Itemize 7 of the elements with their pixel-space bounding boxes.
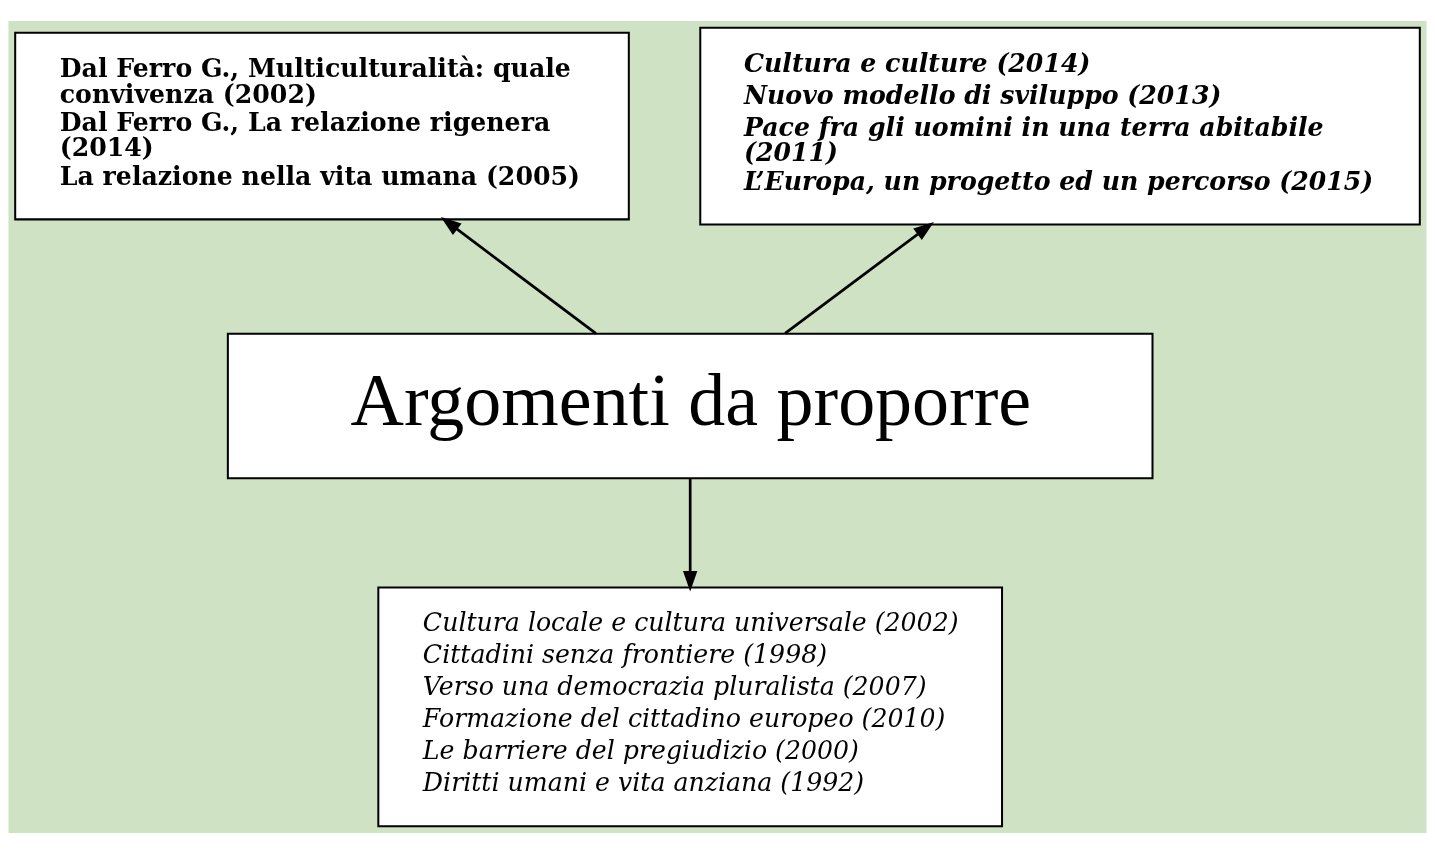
arrow	[683, 478, 698, 592]
arrow	[440, 216, 597, 334]
arrow	[784, 221, 934, 334]
node-box: Dal Ferro G., Multiculturalità: quale convivenza (2002) Dal Ferro G., La relazione rigenera (2014) La relazione nella vita umana (2005)	[14, 31, 630, 220]
node-box: Cultura e culture (2014) Nuovo modello di sviluppo (2013) Pace fra gli uomini in una terra abitabile (2011) L’Europa, un progetto ed un percorso (2015)	[699, 26, 1421, 225]
node-box: Cultura locale e cultura universale (2002) Cittadini senza frontiere (1998) Verso una democrazia pluralista (2007) Formazione del cittadino europeo (2010) Le barriere del pregiudizio (2000) Diritti umani e vita anziana (1992)	[377, 586, 1004, 827]
node-box: Argomenti da proporre	[226, 332, 1154, 479]
